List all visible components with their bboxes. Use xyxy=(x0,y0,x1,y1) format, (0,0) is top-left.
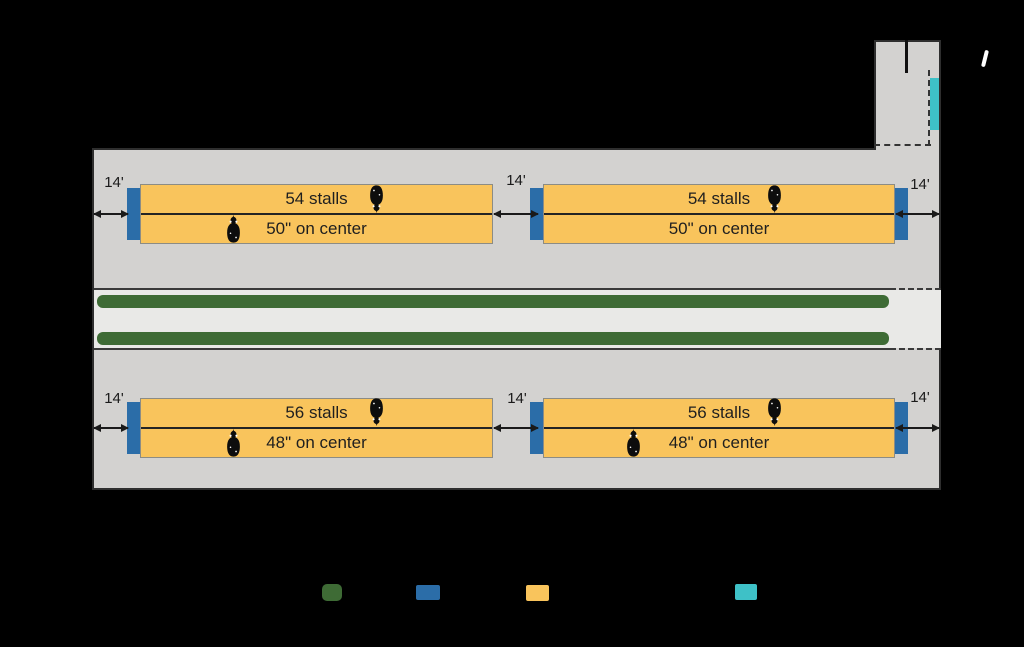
feed-bunk-south xyxy=(97,332,889,345)
legend-swatch-crowd-gate xyxy=(735,584,757,600)
white-highlight-mark xyxy=(981,49,989,68)
cow-icon xyxy=(766,397,783,427)
stall-spacing-label: 50" on center xyxy=(668,219,770,238)
stall-platform-bottom-right: 56 stalls 48" on center xyxy=(543,398,895,458)
dimension-arrow xyxy=(93,210,129,218)
stall-platform-bottom-left: 56 stalls 48" on center xyxy=(140,398,493,458)
stall-row-divider xyxy=(544,213,894,215)
crossover-width-label: 14' xyxy=(104,174,124,191)
stall-count-label: 56 stalls xyxy=(687,403,751,422)
crossover-width-label: 14' xyxy=(104,390,124,407)
dimension-arrow xyxy=(93,424,129,432)
crossover-width-label: 14' xyxy=(910,389,930,406)
return-lane-divider-wall xyxy=(905,40,908,73)
stall-count-label: 56 stalls xyxy=(285,403,348,422)
waterer xyxy=(127,188,140,240)
feed-alley-wall-top xyxy=(94,288,890,290)
legend-swatch-stalls xyxy=(526,585,549,601)
stall-platform-top-right: 54 stalls 50" on center xyxy=(543,184,895,244)
dimension-arrow xyxy=(895,424,940,432)
feed-bunk-north xyxy=(97,295,889,308)
stall-spacing-label: 48" on center xyxy=(266,433,367,452)
waterer xyxy=(127,402,140,454)
stall-spacing-label: 48" on center xyxy=(668,433,770,452)
crossover-width-label: 14' xyxy=(910,176,930,193)
dashed-gate-line-vertical xyxy=(928,70,930,146)
legend-swatch-feed-bunk xyxy=(322,584,342,601)
feed-alley-wall-bottom xyxy=(94,348,890,350)
stall-count-label: 54 stalls xyxy=(687,189,751,208)
cow-icon xyxy=(368,397,385,427)
cow-icon xyxy=(225,428,242,458)
stall-count-label: 54 stalls xyxy=(285,189,348,208)
legend-swatch-waterer xyxy=(416,585,440,600)
cow-icon xyxy=(368,184,385,214)
crossover-width-label: 14' xyxy=(506,172,526,189)
cow-icon xyxy=(766,184,783,214)
stall-spacing-label: 50" on center xyxy=(266,219,367,238)
dimension-arrow xyxy=(895,210,940,218)
feed-alley-opening-top xyxy=(890,288,941,290)
crossover-width-label: 14' xyxy=(507,390,527,407)
crowd-gate xyxy=(930,78,939,130)
dashed-gate-line-horizontal xyxy=(874,144,931,146)
dimension-arrow xyxy=(493,210,539,218)
stall-row-divider xyxy=(141,427,492,429)
stall-row-divider xyxy=(141,213,492,215)
stall-platform-top-left: 54 stalls 50" on center xyxy=(140,184,493,244)
dimension-arrow xyxy=(493,424,539,432)
stall-row-divider xyxy=(544,427,894,429)
cow-icon xyxy=(625,428,642,458)
feed-alley-opening-bottom xyxy=(890,348,941,350)
cow-icon xyxy=(225,214,242,244)
